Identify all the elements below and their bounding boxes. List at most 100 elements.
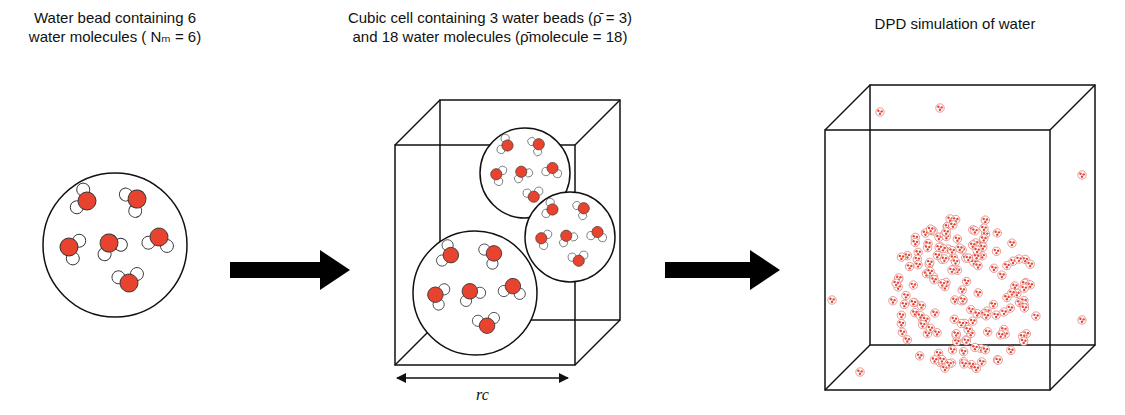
tiny-bead-outline bbox=[926, 267, 934, 275]
tiny-oxygen bbox=[1023, 342, 1025, 344]
tiny-bead bbox=[914, 261, 922, 269]
tiny-oxygen bbox=[978, 312, 980, 314]
tiny-oxygen bbox=[986, 218, 988, 220]
tiny-oxygen bbox=[973, 366, 975, 368]
tiny-oxygen bbox=[936, 333, 938, 335]
tiny-oxygen bbox=[954, 301, 956, 303]
tiny-oxygen bbox=[1011, 293, 1013, 295]
tiny-oxygen bbox=[952, 226, 954, 228]
tiny-oxygen bbox=[890, 298, 892, 300]
tiny-bead bbox=[1020, 284, 1028, 292]
tiny-oxygen bbox=[1033, 314, 1035, 316]
tiny-bead-outline bbox=[903, 336, 911, 344]
tiny-oxygen bbox=[1079, 173, 1081, 175]
tiny-oxygen bbox=[912, 240, 914, 242]
tiny-oxygen bbox=[943, 260, 945, 262]
tiny-oxygen bbox=[951, 251, 953, 253]
tiny-oxygen bbox=[945, 257, 947, 259]
tiny-oxygen bbox=[1079, 318, 1081, 320]
tiny-bead-outline bbox=[1007, 346, 1015, 354]
oxygen-atom bbox=[57, 235, 80, 258]
tiny-bead bbox=[981, 216, 989, 224]
tiny-bead-outline bbox=[1078, 171, 1086, 179]
tiny-oxygen bbox=[1008, 348, 1010, 350]
oxygen-atom bbox=[527, 190, 540, 203]
tiny-oxygen bbox=[1020, 257, 1022, 259]
oxygen-atom bbox=[545, 202, 559, 216]
oxygen-atom bbox=[546, 161, 559, 174]
tiny-oxygen bbox=[987, 314, 989, 316]
tiny-oxygen bbox=[1083, 173, 1085, 175]
tiny-bead-outline bbox=[909, 281, 917, 289]
water-molecule bbox=[567, 250, 589, 268]
tiny-oxygen bbox=[953, 259, 955, 261]
tiny-oxygen bbox=[936, 235, 938, 237]
tiny-bead-outline bbox=[909, 298, 917, 306]
tiny-bead-outline bbox=[971, 343, 979, 351]
tiny-oxygen bbox=[983, 245, 985, 247]
tiny-oxygen bbox=[1009, 290, 1011, 292]
tiny-oxygen bbox=[903, 330, 905, 332]
tiny-bead-outline bbox=[948, 346, 956, 354]
tiny-oxygen bbox=[967, 280, 969, 282]
tiny-oxygen bbox=[859, 373, 861, 375]
tiny-bead-outline bbox=[953, 235, 961, 243]
tiny-oxygen bbox=[929, 329, 931, 331]
tiny-oxygen bbox=[931, 326, 933, 328]
tiny-bead bbox=[948, 246, 956, 254]
tiny-bead bbox=[926, 267, 934, 275]
tiny-bead-outline bbox=[984, 328, 992, 336]
tiny-bead-outline bbox=[967, 306, 975, 314]
tiny-oxygen bbox=[984, 226, 986, 228]
tiny-bead-outline bbox=[892, 279, 900, 287]
water-molecule bbox=[454, 278, 488, 309]
bead-outline bbox=[413, 231, 537, 355]
tiny-bead bbox=[897, 253, 905, 261]
tiny-oxygen bbox=[903, 305, 905, 307]
tiny-oxygen bbox=[1029, 285, 1031, 287]
tiny-bead-outline bbox=[981, 216, 989, 224]
oxygen-atom bbox=[489, 167, 503, 181]
tiny-oxygen bbox=[957, 340, 959, 342]
tiny-oxygen bbox=[998, 332, 1000, 334]
tiny-oxygen bbox=[1001, 310, 1003, 312]
tiny-bead-outline bbox=[931, 309, 939, 317]
tiny-oxygen bbox=[1006, 298, 1008, 300]
cell-node: Cubic cell containing 3 water beads (ρ̄ … bbox=[330, 0, 650, 370]
water-molecule bbox=[477, 238, 508, 272]
tiny-oxygen bbox=[926, 248, 928, 250]
oxygen-atom bbox=[483, 243, 504, 264]
tiny-bead-outline bbox=[974, 289, 982, 297]
tiny-oxygen bbox=[970, 334, 972, 336]
tiny-oxygen bbox=[916, 241, 918, 243]
tiny-bead-outline bbox=[1008, 239, 1016, 247]
tiny-oxygen bbox=[970, 319, 972, 321]
cube-edge bbox=[575, 320, 620, 365]
tiny-oxygen bbox=[997, 313, 999, 315]
tiny-bead-outline bbox=[964, 254, 972, 262]
tiny-oxygen bbox=[1007, 264, 1009, 266]
tiny-oxygen bbox=[996, 234, 998, 236]
tiny-oxygen bbox=[897, 288, 899, 290]
node-heading: DPD simulation of water bbox=[825, 14, 1085, 33]
tiny-oxygen bbox=[925, 331, 927, 333]
tiny-oxygen bbox=[1024, 260, 1026, 262]
tiny-oxygen bbox=[987, 332, 989, 334]
tiny-oxygen bbox=[931, 277, 933, 279]
tiny-oxygen bbox=[986, 348, 988, 350]
tiny-oxygen bbox=[1002, 273, 1004, 275]
tiny-oxygen bbox=[938, 248, 940, 250]
tiny-oxygen bbox=[953, 331, 955, 333]
tiny-oxygen bbox=[955, 317, 957, 319]
tiny-oxygen bbox=[979, 291, 981, 293]
tiny-oxygen bbox=[940, 246, 942, 248]
tiny-bead-outline bbox=[916, 352, 924, 360]
cube-edge bbox=[395, 100, 440, 145]
tiny-oxygen bbox=[917, 353, 919, 355]
tiny-oxygen bbox=[1023, 309, 1025, 311]
tiny-oxygen bbox=[900, 330, 902, 332]
tiny-oxygen bbox=[908, 267, 910, 269]
water-molecule bbox=[571, 197, 593, 221]
tiny-oxygen bbox=[957, 332, 959, 334]
